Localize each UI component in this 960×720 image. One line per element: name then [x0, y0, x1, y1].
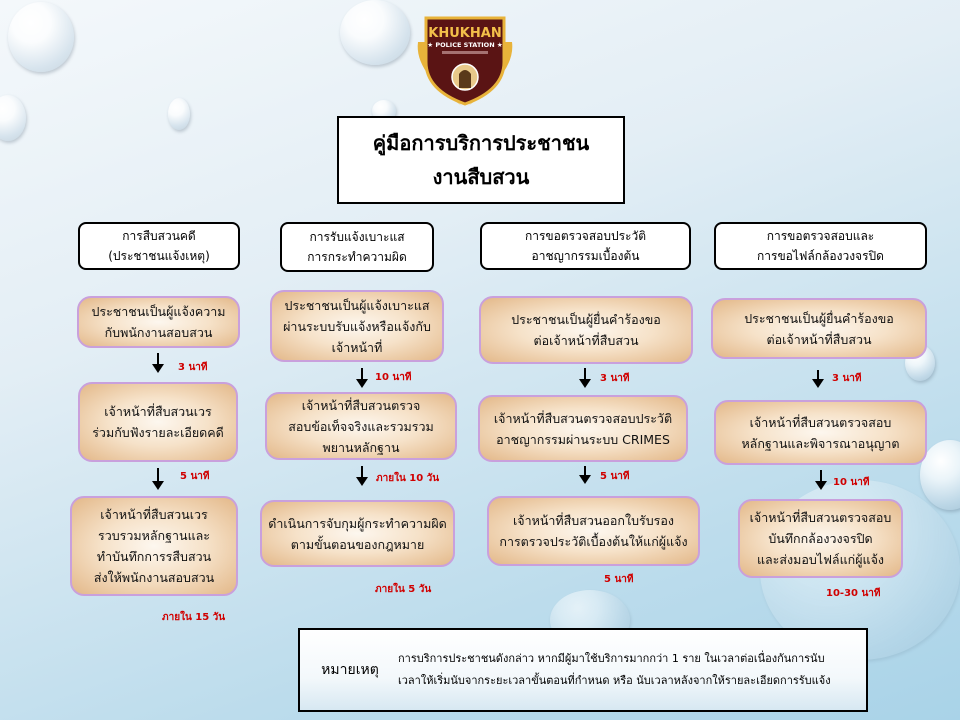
- page-title: คู่มือการบริการประชาชน งานสืบสวน: [337, 116, 625, 204]
- step-box: เจ้าหน้าที่สืบสวนตรวจสอบ บันทึกกล้องวงจร…: [738, 499, 903, 578]
- police-station-logo: KHUKHAN ★ POLICE STATION ★: [412, 12, 518, 108]
- duration-label: 10 นาที: [375, 372, 412, 383]
- note-label: หมายเหตุ: [321, 662, 379, 678]
- column-header: การรับแจ้งเบาะแส การกระทำความผิด: [280, 222, 434, 272]
- step-box: เจ้าหน้าที่สืบสวนตรวจสอบประวัติ อาชญากรร…: [478, 395, 688, 462]
- down-arrow-icon: [579, 368, 591, 388]
- water-drop: [340, 0, 410, 65]
- duration-label: ภายใน 5 วัน: [375, 584, 432, 595]
- title-line-1: คู่มือการบริการประชาชน: [372, 131, 590, 155]
- note-line-2: เวลาให้เริ่มนับจากระยะเวลาขั้นตอนที่กำหน…: [398, 674, 831, 687]
- column-header: การสืบสวนคดี (ประชาชนแจ้งเหตุ): [78, 222, 240, 270]
- duration-label: 10-30 นาที: [826, 588, 881, 599]
- duration-label: 10 นาที: [833, 477, 870, 488]
- step-box: ประชาชนเป็นผู้ยื่นคำร้องขอ ต่อเจ้าหน้าที…: [711, 298, 927, 359]
- step-box: เจ้าหน้าที่สืบสวนตรวจสอบ หลักฐานและพิจาร…: [714, 400, 927, 465]
- step-box: ประชาชนเป็นผู้ยื่นคำร้องขอ ต่อเจ้าหน้าที…: [479, 296, 693, 364]
- note-box: หมายเหตุ การบริการประชาชนดังกล่าว หากมีผ…: [298, 628, 868, 712]
- svg-text:★ POLICE STATION ★: ★ POLICE STATION ★: [427, 41, 503, 49]
- column-header: การขอตรวจสอบและ การขอไฟล์กล้องวงจรปิด: [714, 222, 927, 270]
- water-drop: [8, 2, 74, 72]
- water-drop: [168, 98, 190, 130]
- duration-label: 5 นาที: [600, 471, 630, 482]
- water-drop: [0, 95, 26, 141]
- duration-label: 5 นาที: [180, 471, 210, 482]
- note-line-1: การบริการประชาชนดังกล่าว หากมีผู้มาใช้บร…: [398, 652, 825, 665]
- step-box: ประชาชนเป็นผู้แจ้งเบาะแส ผ่านระบบรับแจ้ง…: [270, 290, 444, 362]
- step-box: เจ้าหน้าที่สืบสวนเวร ร่วมกับฟังรายละเอีย…: [78, 382, 238, 462]
- duration-label: 5 นาที: [604, 574, 634, 585]
- down-arrow-icon: [812, 370, 824, 388]
- down-arrow-icon: [356, 368, 368, 388]
- duration-label: 3 นาที: [832, 373, 862, 384]
- duration-label: 3 นาที: [600, 373, 630, 384]
- step-box: ดำเนินการจับกุมผู้กระทำความผิด ตามขั้นตอ…: [260, 500, 455, 567]
- step-box: ประชาชนเป็นผู้แจ้งความ กับพนักงานสอบสวน: [77, 296, 240, 348]
- svg-text:KHUKHAN: KHUKHAN: [428, 26, 501, 41]
- down-arrow-icon: [152, 468, 164, 490]
- down-arrow-icon: [579, 466, 591, 484]
- step-box: เจ้าหน้าที่สืบสวนออกใบรับรอง การตรวจประว…: [487, 496, 700, 566]
- duration-label: ภายใน 15 วัน: [162, 612, 226, 623]
- duration-label: 3 นาที: [178, 362, 208, 373]
- title-line-2: งานสืบสวน: [432, 165, 530, 189]
- down-arrow-icon: [152, 353, 164, 373]
- step-box: เจ้าหน้าที่สืบสวนตรวจ สอบข้อเท็จจริงและร…: [265, 392, 457, 460]
- step-box: เจ้าหน้าที่สืบสวนเวร รวบรวมหลักฐานและ ทำ…: [70, 496, 238, 596]
- duration-label: ภายใน 10 วัน: [376, 473, 440, 484]
- down-arrow-icon: [356, 466, 368, 486]
- down-arrow-icon: [815, 470, 827, 490]
- column-header: การขอตรวจสอบประวัติ อาชญากรรมเบื้องต้น: [480, 222, 691, 270]
